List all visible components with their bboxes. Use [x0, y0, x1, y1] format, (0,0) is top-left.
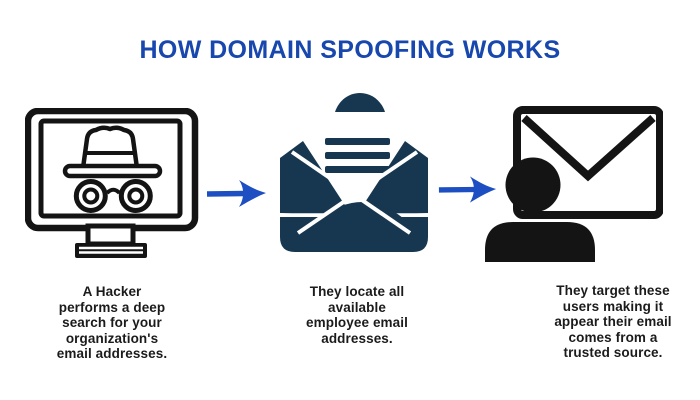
monitor-incognito-hacker-icon	[25, 108, 199, 258]
user-with-email-icon	[485, 106, 663, 262]
envelope-right-flap	[356, 141, 428, 216]
spy-hat-crown	[80, 125, 140, 171]
arrow-right-icon	[206, 180, 266, 207]
monitor-stand-base	[75, 243, 147, 258]
envelope-body	[280, 217, 428, 252]
envelope-left-flap	[280, 141, 352, 216]
user-shoulders	[485, 222, 595, 262]
page-title: HOW DOMAIN SPOOFING WORKS	[139, 36, 561, 64]
arrow-right-icon	[438, 176, 497, 203]
envelope-center-mound	[321, 202, 403, 223]
open-envelope-letter-icon	[278, 93, 430, 252]
letter-text-lines	[325, 138, 390, 173]
letter-fold-icon	[335, 93, 385, 112]
monitor-stand-neck	[85, 223, 136, 247]
user-silhouette-icon	[485, 157, 595, 262]
spy-glasses-bridge	[105, 187, 121, 195]
incognito-spy-icon	[62, 125, 163, 213]
user-head	[505, 157, 561, 213]
spy-hat-brim	[62, 163, 163, 179]
